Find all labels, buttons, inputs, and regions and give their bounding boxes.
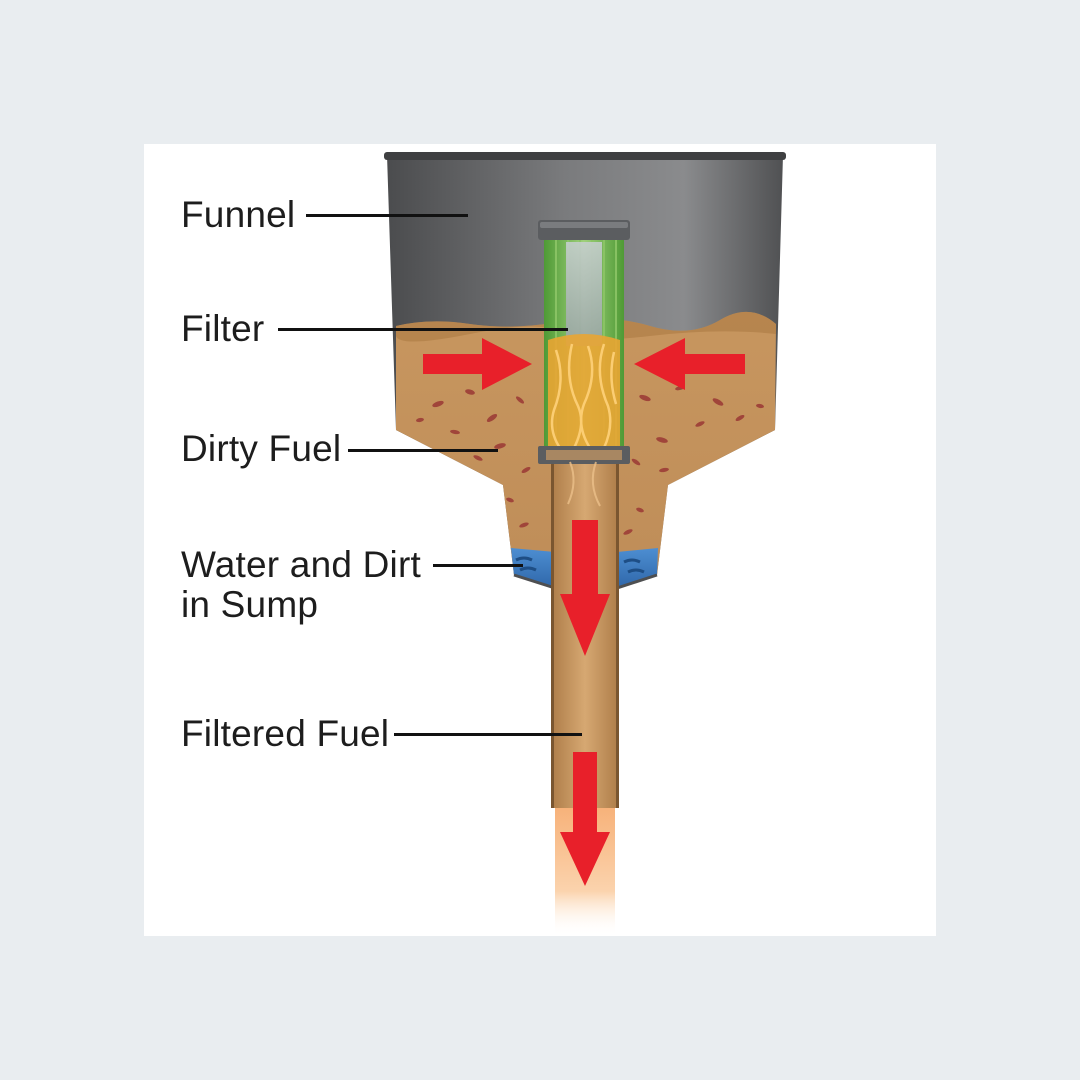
down-arrow-outflow [560,752,610,886]
label-water-dirt-line2: in Sump [181,584,319,625]
label-water-dirt-line1: Water and Dirt [181,544,421,585]
funnel-rim [384,152,786,160]
leader-dirty-fuel [348,449,498,452]
leader-funnel [306,214,468,217]
inflow-arrow-left [423,338,532,390]
leader-filtered-fuel [394,733,582,736]
label-dirty-fuel: Dirty Fuel [181,428,342,469]
down-arrow-tube [560,520,610,656]
leader-filter [278,328,568,331]
label-filter: Filter [181,308,265,349]
label-funnel: Funnel [181,194,296,235]
flow-arrows [423,338,745,886]
inflow-arrow-right [634,338,745,390]
filter-cartridge [538,220,630,464]
dirt-particles [416,385,764,535]
label-filtered-fuel: Filtered Fuel [181,713,390,754]
leader-water-dirt [433,564,523,567]
